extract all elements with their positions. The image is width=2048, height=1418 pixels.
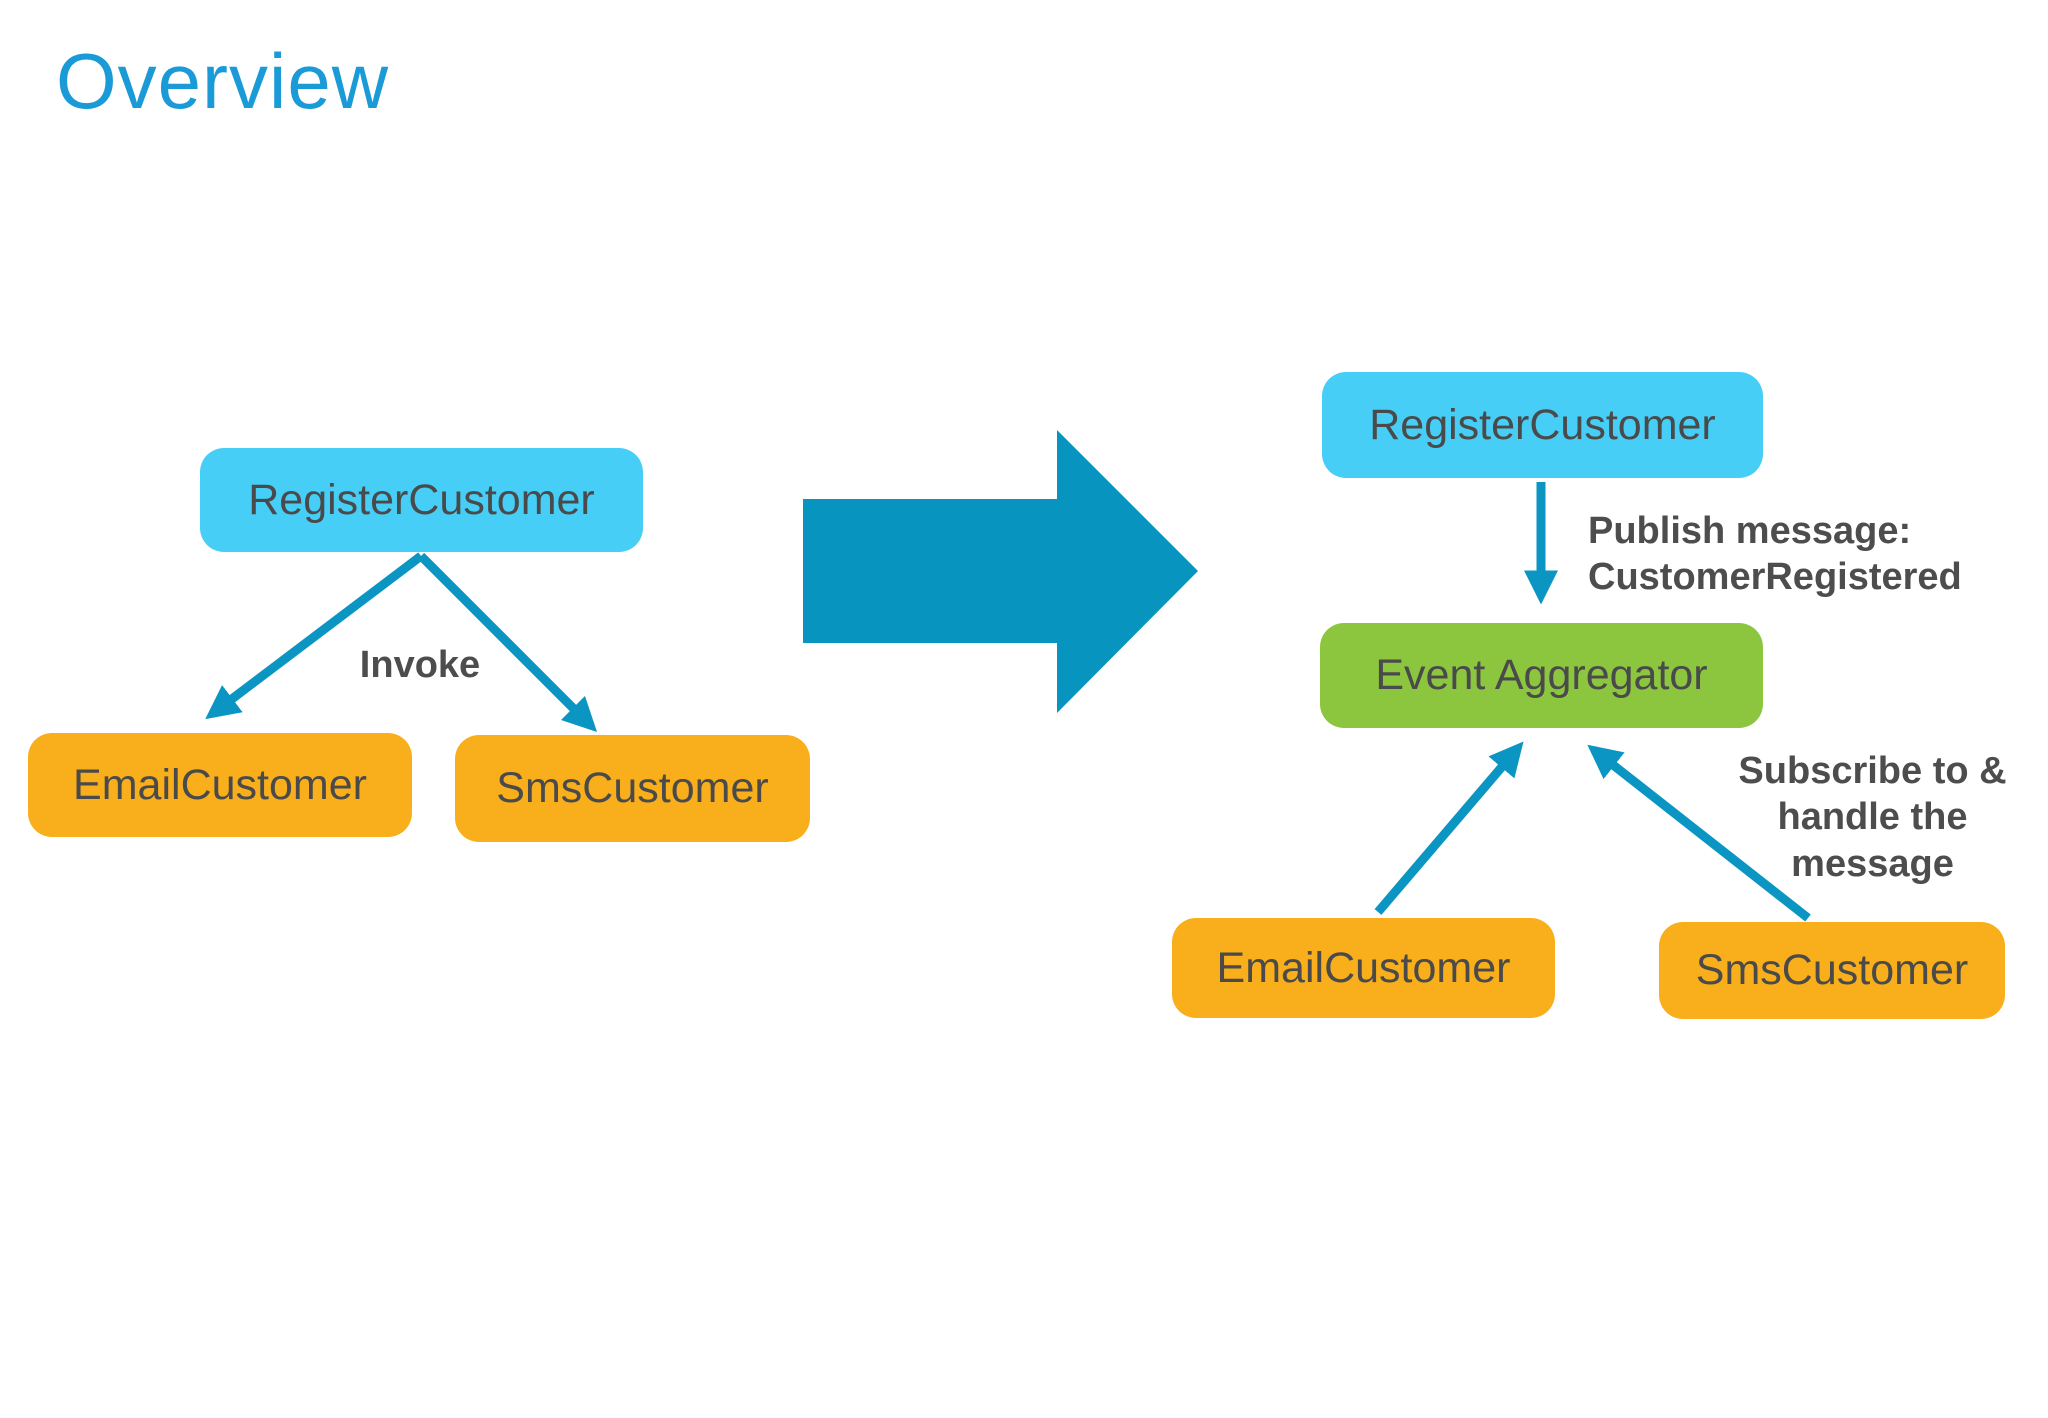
left-sms-customer-box: SmsCustomer [455, 735, 810, 842]
right-email-customer-box: EmailCustomer [1172, 918, 1555, 1018]
invoke-label: Invoke [359, 644, 481, 686]
subscribe-handle-label-line3: message [1791, 842, 1954, 885]
invoke-arrow-to-email-icon [205, 552, 424, 720]
publish-message-label-line1: Publish message: [1588, 510, 1912, 552]
left-register-customer-box: RegisterCustomer [200, 448, 643, 552]
subscribe-arrow-from-email-icon [1374, 741, 1524, 915]
publish-message-label-line2: CustomerRegistered [1588, 556, 1962, 599]
invoke-arrow-to-sms-icon [417, 552, 598, 733]
left-email-customer-box: EmailCustomer [28, 733, 412, 837]
subscribe-handle-label-line1: Subscribe to & [1738, 750, 2007, 792]
publish-message-label: Publish message: CustomerRegistered [1588, 508, 1962, 601]
right-sms-customer-box: SmsCustomer [1659, 922, 2005, 1019]
right-register-customer-box: RegisterCustomer [1322, 372, 1763, 478]
subscribe-handle-label: Subscribe to & handle the message [1700, 748, 2045, 887]
transform-right-arrow-icon [803, 430, 1198, 713]
page-title: Overview [56, 37, 390, 125]
subscribe-handle-label-line2: handle the [1777, 796, 1968, 839]
event-aggregator-box: Event Aggregator [1320, 623, 1763, 728]
